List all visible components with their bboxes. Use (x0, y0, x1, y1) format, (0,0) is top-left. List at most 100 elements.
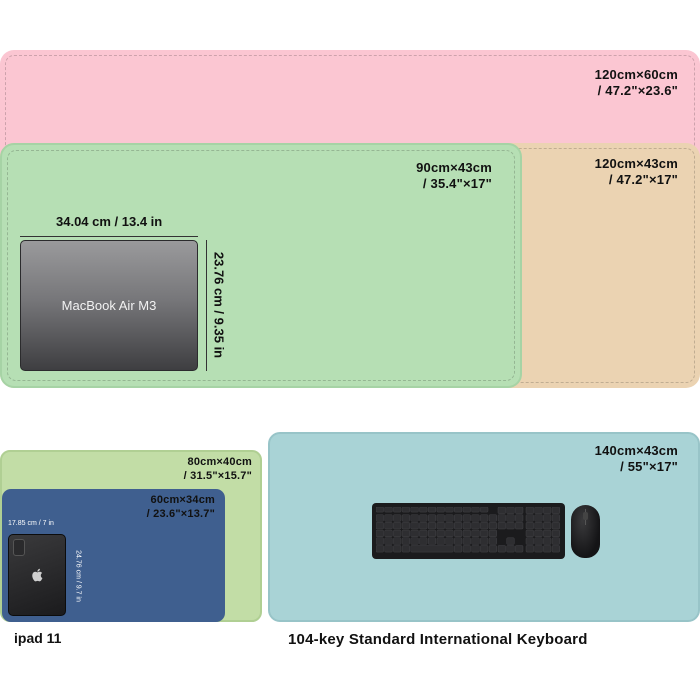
keyboard-key (445, 522, 454, 530)
ipad-caption: ipad 11 (14, 630, 62, 646)
keyboard-key (393, 514, 402, 522)
keyboard-keys (376, 507, 560, 553)
keyboard-key (471, 522, 480, 530)
keyboard-key (445, 529, 454, 537)
size-cm: 140cm×43cm (594, 443, 678, 458)
keyboard-key (384, 529, 393, 537)
keyboard-key (428, 529, 437, 537)
keyboard-key (534, 537, 543, 545)
keyboard-key (543, 537, 552, 545)
keyboard-key (376, 514, 384, 522)
size-label-beige: 120cm×43cm / 47.2"×17" (595, 156, 678, 189)
keyboard-key (543, 545, 552, 553)
keyboard-key (436, 522, 445, 530)
size-in: / 23.6"×13.7" (146, 507, 215, 520)
keyboard-key (471, 529, 480, 537)
keyboard-key (534, 522, 543, 530)
macbook-width-line (20, 236, 198, 237)
keyboard-key (543, 529, 552, 537)
keyboard-key (525, 537, 534, 545)
keyboard-key (410, 514, 419, 522)
keyboard-key (488, 545, 497, 553)
keyboard-key (410, 522, 419, 530)
keyboard-key (401, 514, 410, 522)
keyboard-key (462, 522, 471, 530)
keyboard-caption: 104-key Standard International Keyboard (288, 631, 588, 648)
keyboard-key (454, 529, 463, 537)
keyboard-key (436, 529, 445, 537)
keyboard-key (534, 514, 543, 522)
keyboard-key (525, 529, 534, 537)
size-cm: 80cm×40cm (187, 456, 252, 468)
keyboard-key (376, 522, 384, 530)
keyboard-key (428, 537, 437, 545)
size-in: / 47.2"×23.6" (597, 83, 678, 99)
keyboard-key (551, 537, 560, 545)
keyboard-key (480, 545, 489, 553)
keyboard-key (445, 507, 454, 513)
mouse-icon (571, 505, 600, 558)
size-in: / 35.4"×17" (422, 176, 492, 192)
keyboard-icon (372, 503, 565, 559)
keyboard-key (410, 545, 454, 553)
keyboard-key (393, 507, 402, 513)
keyboard-key (436, 514, 445, 522)
keyboard-key (401, 507, 410, 513)
keyboard-key (428, 514, 437, 522)
macbook-label: MacBook Air M3 (61, 298, 157, 313)
keyboard-key (419, 529, 428, 537)
keyboard-key (480, 522, 489, 530)
keyboard-key (488, 514, 497, 522)
keyboard-key (393, 537, 402, 545)
keyboard-key (462, 514, 471, 522)
keyboard-key (419, 537, 428, 545)
keyboard-key (454, 514, 463, 522)
size-label-blue: 60cm×34cm / 23.6"×13.7" (147, 494, 215, 522)
keyboard-key (497, 514, 506, 522)
keyboard-key (506, 537, 515, 545)
macbook-width-label: 34.04 cm / 13.4 in (56, 214, 163, 229)
size-cm: 60cm×34cm (150, 494, 215, 506)
keyboard-key (401, 529, 410, 537)
keyboard-key (384, 507, 393, 513)
keyboard-key (480, 537, 489, 545)
keyboard-key (419, 522, 428, 530)
keyboard-key (525, 514, 534, 522)
camera-icon (13, 539, 25, 556)
keyboard-key (419, 514, 428, 522)
size-label-light-green: 80cm×40cm / 31.5"×15.7" (184, 456, 252, 484)
keyboard-key (551, 529, 560, 537)
keyboard-key (471, 507, 480, 513)
keyboard-key (471, 545, 480, 553)
keyboard-key (497, 507, 506, 514)
keyboard-key (506, 522, 515, 530)
keyboard-key (534, 545, 543, 553)
keyboard-key (410, 529, 419, 537)
keyboard-key (454, 537, 463, 545)
ipad-image (8, 534, 66, 616)
size-cm: 120cm×43cm (594, 156, 678, 171)
macbook-height-label: 23.76 cm / 9.35 in (211, 251, 227, 359)
scroll-wheel-icon (583, 512, 588, 520)
keyboard-key (480, 514, 489, 522)
keyboard-key (515, 514, 524, 522)
keyboard-key (543, 522, 552, 530)
size-label-green: 90cm×43cm / 35.4"×17" (416, 160, 492, 193)
keyboard-key (534, 507, 543, 514)
keyboard-key (445, 537, 454, 545)
size-in: / 47.2"×17" (608, 172, 678, 188)
keyboard-key (376, 537, 384, 545)
keyboard-key (428, 507, 436, 513)
keyboard-key (543, 514, 552, 522)
keyboard-key (551, 522, 560, 530)
keyboard-key (393, 522, 402, 530)
keyboard-key (419, 507, 428, 513)
keyboard-key (534, 529, 543, 537)
keyboard-key (376, 529, 384, 537)
keyboard-key (488, 529, 497, 537)
keyboard-key (506, 514, 515, 522)
keyboard-key (462, 529, 471, 537)
apple-logo-icon (32, 568, 43, 582)
keyboard-key (393, 545, 402, 553)
ipad-width-label: 17.85 cm / 7 in (8, 520, 54, 527)
